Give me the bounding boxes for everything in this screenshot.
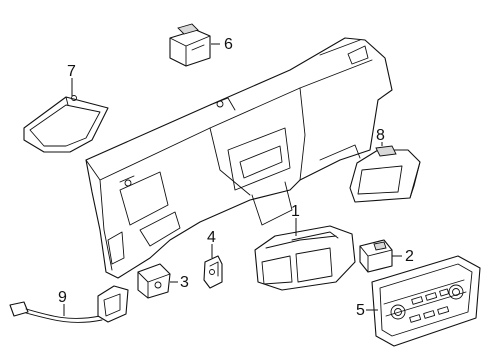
callout-6: 6: [224, 36, 233, 53]
part-1-instrument-cluster: 1: [254, 203, 356, 291]
callout-2: 2: [405, 248, 414, 265]
part-6-module: 6: [169, 23, 233, 67]
part-4-switch: 4: [203, 229, 223, 289]
part-2-switch: 2: [359, 239, 414, 273]
callout-8: 8: [376, 127, 385, 144]
callout-9: 9: [58, 289, 67, 306]
part-9-sensor-cable: 9: [9, 285, 129, 323]
part-3-switch: 3: [137, 263, 189, 299]
callout-1: 1: [291, 203, 300, 220]
part-5-control-panel: 5: [356, 255, 481, 347]
callout-3: 3: [180, 274, 189, 291]
instrument-panel: [85, 37, 393, 279]
callout-5: 5: [356, 302, 365, 319]
part-7-trim-cover: 7: [23, 63, 109, 153]
part-8-display: 8: [349, 127, 421, 203]
callout-4: 4: [207, 229, 216, 246]
callout-7: 7: [67, 63, 76, 80]
